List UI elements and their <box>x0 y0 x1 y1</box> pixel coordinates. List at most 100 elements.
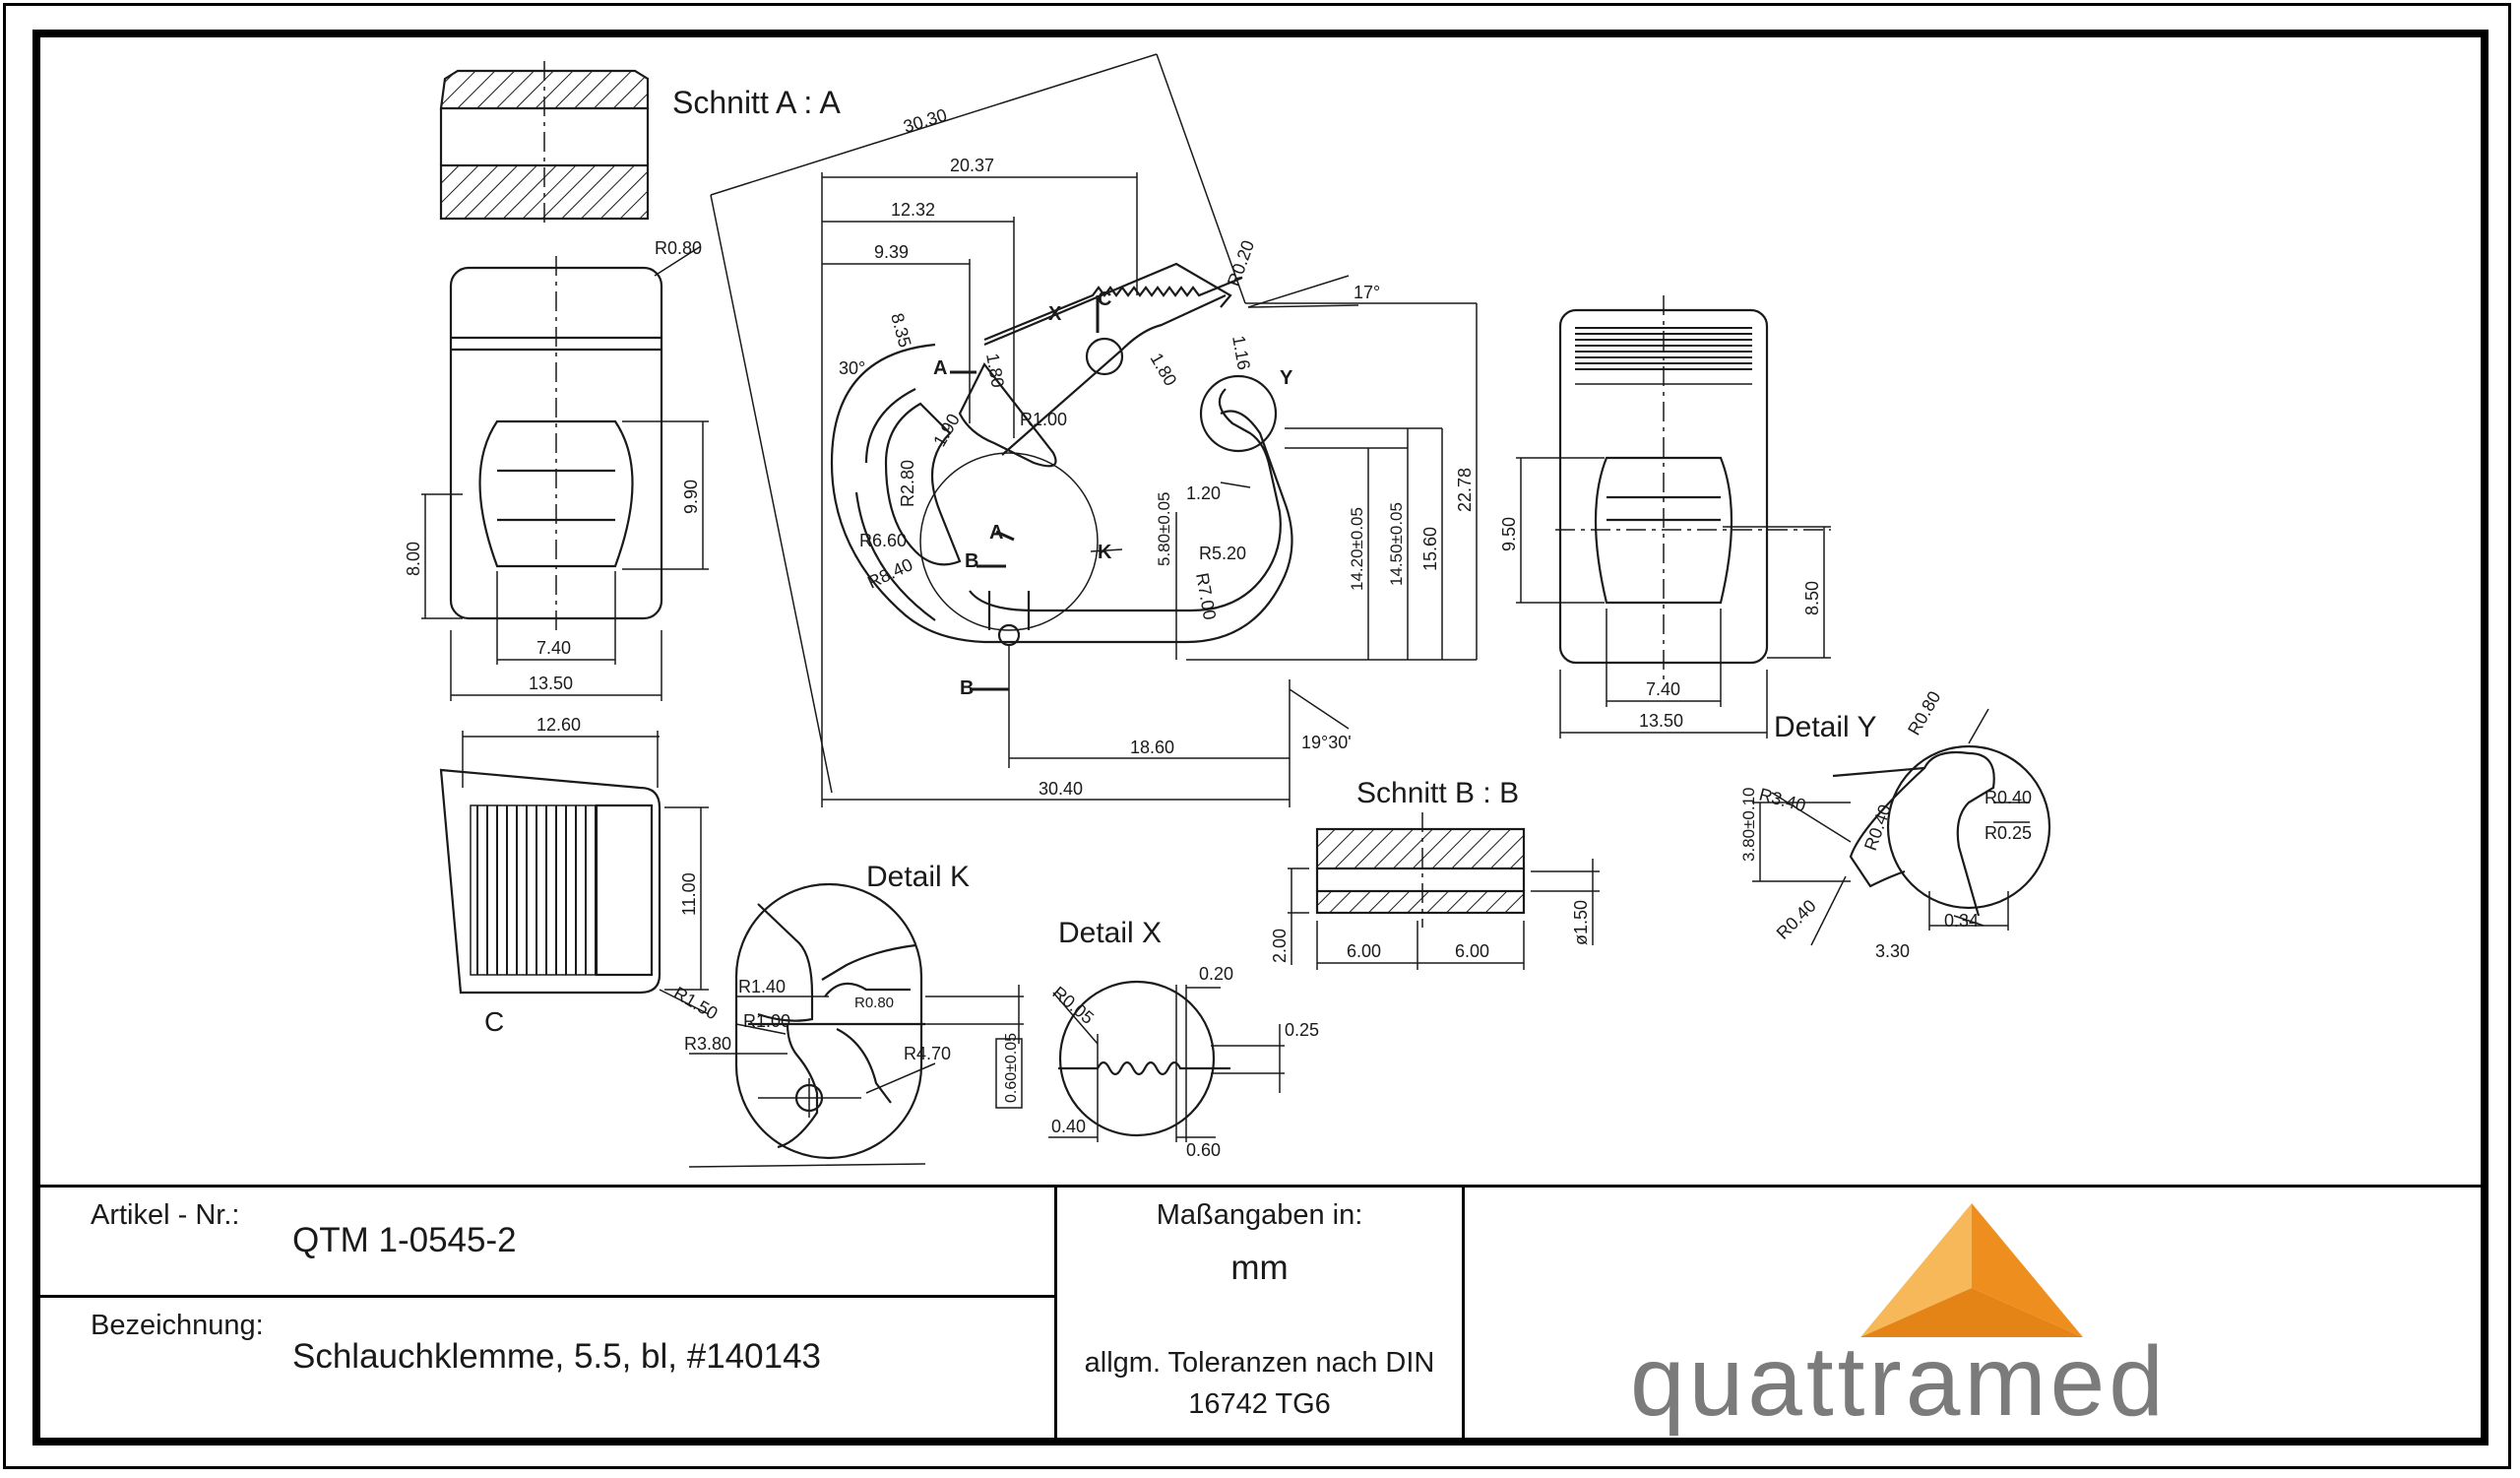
section-bb-view <box>1288 812 1600 970</box>
dim-r0-20: R0.20 <box>1224 237 1258 289</box>
marker-c: C <box>1098 289 1111 310</box>
title-block-divider-2 <box>1462 1185 1465 1438</box>
section-aa-view <box>439 61 650 228</box>
units-value: mm <box>1230 1249 1289 1287</box>
detail-y-view <box>1752 708 2051 946</box>
units-label: Maßangaben in: <box>1156 1199 1363 1231</box>
dim-0-20: 0.20 <box>1199 964 1233 984</box>
dim-17-deg: 17° <box>1354 283 1380 302</box>
dim-r3-40: R3.40 <box>1757 785 1808 816</box>
dim-5-80: 5.80±0.05 <box>1155 491 1173 566</box>
marker-x: X <box>1048 303 1062 325</box>
dim-2-00: 2.00 <box>1270 929 1290 963</box>
article-number: QTM 1-0545-2 <box>292 1221 517 1259</box>
dim-1-20: 1.20 <box>1186 483 1221 503</box>
company-logo-text: quattramed <box>1630 1326 2168 1437</box>
dim-1-80b: 1.80 <box>1147 350 1181 389</box>
detail-y-label: Detail Y <box>1774 711 1877 743</box>
dim-13-50b: 13.50 <box>1639 711 1683 731</box>
marker-a-top: A <box>933 357 947 379</box>
detail-x-label: Detail X <box>1058 917 1162 949</box>
detail-k-view <box>688 882 1024 1168</box>
detail-k-label: Detail K <box>866 861 970 893</box>
marker-y: Y <box>1280 367 1293 389</box>
dim-r7-00: R7.00 <box>1192 571 1220 621</box>
dim-r0-25: R0.25 <box>1984 823 2032 843</box>
dim-11-00: 11.00 <box>679 872 699 916</box>
dim-12-60: 12.60 <box>536 715 581 735</box>
tolerance-line-1: allgm. Toleranzen nach DIN <box>1084 1347 1435 1379</box>
dim-19-30: 19°30' <box>1301 733 1352 752</box>
dim-12-32: 12.32 <box>891 200 935 220</box>
dim-3-80: 3.80±0.10 <box>1739 787 1758 862</box>
dim-18-60: 18.60 <box>1130 738 1174 757</box>
marker-b-top: B <box>965 550 978 572</box>
marker-b-bottom: B <box>960 677 974 699</box>
designation-value: Schlauchklemme, 5.5, bl, #140143 <box>292 1337 821 1376</box>
dim-0-34: 0.34 <box>1944 911 1979 931</box>
dim-r0-80: R0.80 <box>655 238 702 258</box>
article-label: Artikel - Nr.: <box>91 1199 240 1231</box>
dim-14-20: 14.20±0.05 <box>1348 507 1366 591</box>
dim-1-80a: 1.80 <box>982 352 1008 389</box>
drawing-frame <box>32 30 2488 1446</box>
designation-label: Bezeichnung: <box>91 1310 264 1341</box>
dim-r0-40c: R0.40 <box>1773 896 1820 943</box>
technical-drawing: Schnitt A : A R0.80 9.90 8.00 7.40 13.50 <box>404 53 2051 1168</box>
dim-9-50: 9.50 <box>1499 517 1519 551</box>
dim-r6-60: R6.60 <box>859 531 907 550</box>
dim-1-16: 1.16 <box>1228 334 1254 371</box>
quattramed-logo-icon <box>1860 1203 2083 1337</box>
dim-r1-00k: R1.00 <box>743 1011 790 1031</box>
dim-3-30: 3.30 <box>1875 941 1910 961</box>
title-block-mid-line <box>40 1295 1056 1298</box>
dim-r2-80: R2.80 <box>898 460 917 507</box>
dim-r0-80y: R0.80 <box>1904 687 1944 739</box>
dim-22-78: 22.78 <box>1455 468 1475 512</box>
dim-r0-05: R0.05 <box>1048 983 1098 1028</box>
dim-30-30: 30.30 <box>901 105 949 137</box>
dim-30-40: 30.40 <box>1039 779 1083 799</box>
dim-r3-80: R3.80 <box>684 1034 731 1054</box>
section-aa-label: Schnitt A : A <box>672 85 841 120</box>
dim-9-39: 9.39 <box>874 242 909 262</box>
dim-1-50: ø1.50 <box>1571 900 1591 945</box>
detail-x-view <box>1048 980 1285 1142</box>
dim-r1-00: R1.00 <box>1020 410 1067 429</box>
main-clamp-view <box>710 53 1478 807</box>
dim-6-00a: 6.00 <box>1347 941 1381 961</box>
dim-0-40x: 0.40 <box>1051 1117 1086 1136</box>
dim-13-50a: 13.50 <box>529 674 573 693</box>
dim-1-90: 1.90 <box>929 411 964 450</box>
dim-30-deg: 30° <box>839 358 865 378</box>
dim-r4-70: R4.70 <box>904 1044 951 1063</box>
tolerance-line-2: 16742 TG6 <box>1188 1388 1331 1420</box>
dim-r1-40: R1.40 <box>738 977 786 996</box>
view-c-label: C <box>484 1006 504 1037</box>
dim-r5-20: R5.20 <box>1199 544 1246 563</box>
section-bb-label: Schnitt B : B <box>1356 777 1519 809</box>
front-view-left <box>421 245 709 701</box>
title-block-divider-1 <box>1054 1185 1057 1438</box>
outer-border <box>3 3 2511 1469</box>
dim-9-90: 9.90 <box>681 480 701 514</box>
dim-8-35: 8.35 <box>887 311 914 350</box>
dim-20-37: 20.37 <box>950 156 994 175</box>
dim-r0-40a: R0.40 <box>1984 788 2032 807</box>
dim-0-60: 0.60±0.05 <box>1003 1033 1020 1103</box>
dim-6-00b: 6.00 <box>1455 941 1489 961</box>
title-block-top-line <box>40 1185 2481 1188</box>
dim-7-40a: 7.40 <box>536 638 571 658</box>
dim-r8-40: R8.40 <box>864 554 915 592</box>
dim-0-60x: 0.60 <box>1186 1140 1221 1160</box>
dim-0-25: 0.25 <box>1285 1020 1319 1040</box>
dim-15-60: 15.60 <box>1420 527 1440 571</box>
dim-8-00: 8.00 <box>404 542 423 576</box>
marker-a-bottom: A <box>989 522 1003 544</box>
dim-7-40b: 7.40 <box>1646 679 1680 699</box>
marker-k: K <box>1098 542 1112 563</box>
right-view <box>1516 295 1831 739</box>
dim-8-50: 8.50 <box>1802 581 1822 615</box>
view-c <box>439 731 710 1015</box>
dim-14-50: 14.50±0.05 <box>1387 502 1406 586</box>
